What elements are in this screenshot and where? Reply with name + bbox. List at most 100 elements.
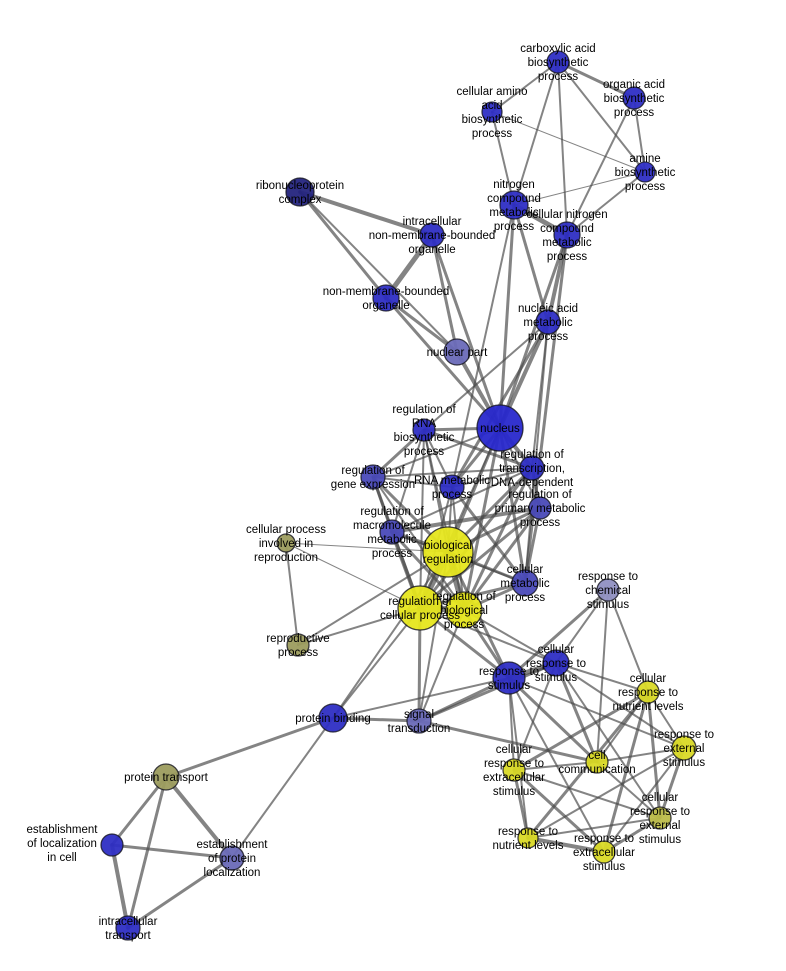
edge-n22-n33 — [596, 589, 609, 763]
node-n28[interactable] — [636, 680, 660, 704]
edge-n38-n39 — [526, 836, 606, 854]
node-n37[interactable] — [219, 845, 245, 871]
node-n5[interactable] — [285, 177, 315, 207]
edge-n3-n6 — [491, 111, 515, 206]
edge-n20-n25 — [285, 542, 299, 646]
node-n20[interactable] — [276, 533, 296, 553]
node-n4[interactable] — [634, 161, 656, 183]
edge-n24-n30 — [418, 609, 465, 722]
edge-n31-n38 — [527, 747, 685, 839]
edge-n1-n3 — [491, 61, 559, 113]
node-n2[interactable] — [622, 86, 646, 110]
node-n36[interactable] — [100, 833, 124, 857]
edge-n14-n16 — [451, 467, 533, 488]
node-n1[interactable] — [546, 50, 570, 74]
node-n34[interactable] — [648, 806, 672, 830]
node-n15[interactable] — [360, 464, 386, 490]
edge-n32-n39 — [512, 768, 606, 854]
edge-n31-n39 — [603, 747, 685, 853]
edge-n10-n21 — [524, 321, 549, 584]
edge-n37-n40 — [126, 856, 234, 930]
node-n31[interactable] — [671, 735, 697, 761]
edge-n23-n29 — [332, 607, 421, 719]
node-n33[interactable] — [585, 750, 609, 774]
node-n30[interactable] — [406, 708, 432, 734]
node-n39[interactable] — [592, 840, 616, 864]
edge-n9-n11 — [384, 296, 459, 354]
edge-n29-n35 — [164, 716, 335, 779]
edge-n28-n32 — [512, 690, 650, 772]
edge-n32-n33 — [513, 761, 598, 771]
node-n40[interactable] — [115, 915, 141, 941]
edge-n5-n9 — [298, 190, 388, 300]
edge-n19-n30 — [418, 551, 449, 722]
node-n25[interactable] — [286, 633, 310, 657]
edge-n35-n40 — [126, 775, 168, 930]
node-label-n29: protein binding — [295, 713, 370, 725]
edge-n31-n33 — [596, 747, 685, 763]
node-n18[interactable] — [379, 519, 405, 545]
node-n16[interactable] — [439, 474, 465, 500]
node-n10[interactable] — [535, 309, 561, 335]
node-n6[interactable] — [499, 190, 529, 220]
edge-n1-n6 — [513, 61, 559, 206]
node-n26[interactable] — [542, 649, 570, 677]
node-n11[interactable] — [443, 338, 471, 366]
edge-n33-n34 — [596, 761, 661, 819]
node-n32[interactable] — [502, 758, 526, 782]
node-n21[interactable] — [511, 569, 539, 597]
node-n13[interactable] — [412, 418, 436, 442]
node-n9[interactable] — [372, 284, 400, 312]
edge-n17-n18 — [390, 506, 542, 534]
edge-n5-n11 — [299, 191, 458, 353]
node-n14[interactable] — [519, 455, 545, 481]
edge-n16-n21 — [450, 485, 527, 585]
node-n27[interactable] — [492, 661, 526, 695]
node-n3[interactable] — [481, 101, 503, 123]
edge-n8-n11 — [430, 233, 459, 354]
edge-n1-n7 — [557, 61, 568, 236]
edge-n5-n8 — [298, 190, 434, 237]
edge-n19-n20 — [285, 542, 449, 553]
edge-n4-n7 — [566, 171, 646, 236]
node-n24[interactable] — [445, 591, 483, 629]
node-n38[interactable] — [517, 827, 539, 849]
edge-n14-n15 — [372, 467, 533, 478]
node-n29[interactable] — [318, 703, 348, 733]
node-n23[interactable] — [397, 585, 443, 631]
node-n8[interactable] — [419, 222, 445, 248]
edge-n27-n38 — [508, 677, 529, 839]
node-n35[interactable] — [152, 763, 180, 791]
node-n12[interactable] — [476, 404, 524, 452]
edge-n23-n26 — [419, 607, 557, 664]
edge-n33-n30 — [417, 719, 599, 764]
edge-n32-n34 — [513, 769, 661, 819]
edge-n22-n28 — [607, 589, 649, 693]
edge-n34-n38 — [527, 817, 661, 839]
node-label-n35: protein transport — [124, 772, 209, 784]
node-n22[interactable] — [596, 578, 620, 602]
node-n7[interactable] — [553, 221, 581, 249]
node-n19[interactable] — [422, 526, 474, 578]
edge-n36-n37 — [110, 843, 234, 860]
node-n17[interactable] — [528, 496, 552, 520]
